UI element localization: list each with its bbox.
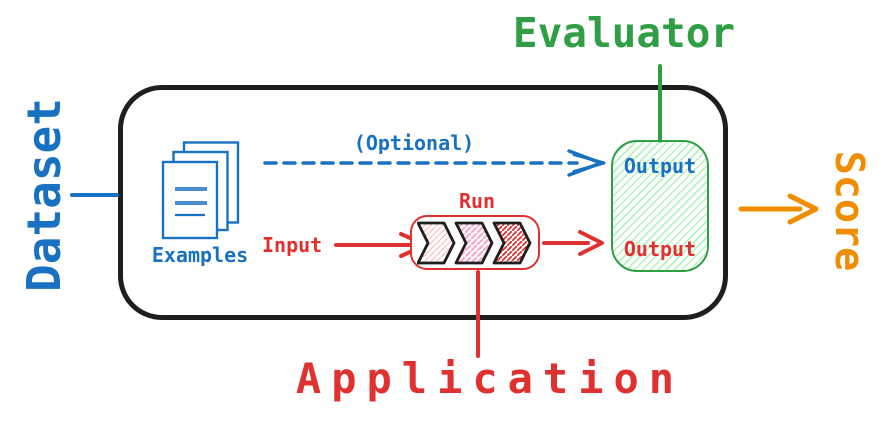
run-label: Run <box>458 189 496 213</box>
evaluator-output-box <box>611 140 709 272</box>
run-box <box>410 215 540 270</box>
output-run-label: Output <box>623 237 697 261</box>
evaluator-connector-line <box>658 64 662 143</box>
input-label: Input <box>262 233 323 257</box>
pipeline-chevrons-icon <box>417 221 532 264</box>
run-output-arrow <box>542 230 604 256</box>
score-label: Score <box>826 150 872 272</box>
score-arrow <box>738 193 819 225</box>
optional-dashed-arrow <box>263 149 606 177</box>
dataset-label: Dataset <box>17 98 71 292</box>
evaluator-label: Evaluator <box>512 9 736 57</box>
output-optional-label: Output <box>623 154 697 178</box>
application-label: Application <box>295 354 685 403</box>
application-connector-line <box>476 270 480 358</box>
optional-label: (Optional) <box>353 131 475 155</box>
documents-stack-icon <box>161 141 240 240</box>
dataset-connector-line <box>70 193 119 197</box>
examples-label: Examples <box>151 243 249 267</box>
